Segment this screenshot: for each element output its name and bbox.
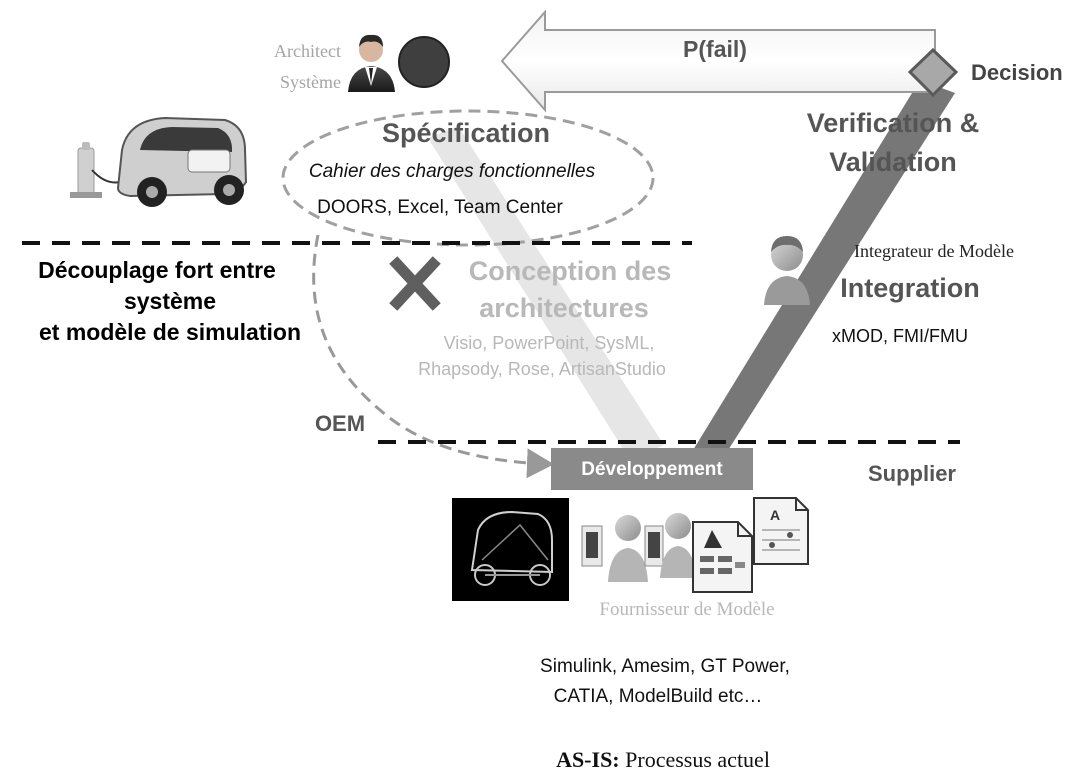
architect-label-2: Système xyxy=(280,72,341,92)
caption-bold: AS-IS: xyxy=(556,747,620,772)
caption: AS-IS: Processus actuel xyxy=(556,747,770,772)
specification-title: Spécification xyxy=(382,118,550,148)
conception-tools-1: Visio, PowerPoint, SysML, xyxy=(444,333,655,353)
v-right-arm xyxy=(690,80,955,455)
cad-car-image xyxy=(452,498,569,601)
pfail-arrow: P(fail) xyxy=(500,9,936,113)
conception-title-1: Conception des xyxy=(469,256,672,286)
decoupling-line-3: et modèle de simulation xyxy=(39,319,301,345)
verification-label-1: Verification & xyxy=(807,108,980,138)
decision-diamond xyxy=(907,47,959,98)
conception-title-2: architectures xyxy=(479,293,649,323)
verification-label-2: Validation xyxy=(829,147,957,177)
v-left-arm xyxy=(428,126,664,460)
pfail-label: P(fail) xyxy=(683,36,747,62)
circle-icon xyxy=(398,36,450,88)
amesim-document-icon: A xyxy=(753,497,809,565)
svg-text:A: A xyxy=(770,507,780,523)
oem-flow-arrow xyxy=(312,234,554,479)
caption-rest: Processus actuel xyxy=(620,747,770,772)
supplier-role: Fournisseur de Modèle xyxy=(599,599,774,620)
integration-tools: xMOD, FMI/FMU xyxy=(832,326,968,346)
decoupling-line-2: système xyxy=(124,288,216,314)
architect-label-1: Architect xyxy=(274,41,341,61)
model-supplier-people-icon xyxy=(581,513,696,582)
specification-subtitle: Cahier des charges fonctionnelles xyxy=(309,161,596,182)
conception-tools-2: Rhapsody, Rose, ArtisanStudio xyxy=(418,359,666,379)
specification-ellipse xyxy=(281,109,655,247)
development-label: Développement xyxy=(581,459,723,480)
oem-label: OEM xyxy=(315,411,365,436)
simulink-document-icon xyxy=(692,521,753,593)
integrator-role: Integrateur de Modèle xyxy=(854,241,1014,261)
supplier-label: Supplier xyxy=(868,461,956,486)
decision-label: Decision xyxy=(971,60,1063,85)
specification-tools: DOORS, Excel, Team Center xyxy=(317,197,563,218)
supplier-tools-2: CATIA, ModelBuild etc… xyxy=(554,686,763,707)
supplier-tools-1: Simulink, Amesim, GT Power, xyxy=(540,656,790,677)
integration-title: Integration xyxy=(840,273,980,303)
decision-node: Decision xyxy=(907,47,1063,98)
cross-icon xyxy=(389,256,441,311)
architect-person-icon xyxy=(348,34,395,92)
development-box xyxy=(551,448,753,490)
electric-car-icon xyxy=(70,116,248,207)
integrator-person-icon xyxy=(764,236,810,305)
decoupling-line-1: Découplage fort entre xyxy=(38,257,276,283)
